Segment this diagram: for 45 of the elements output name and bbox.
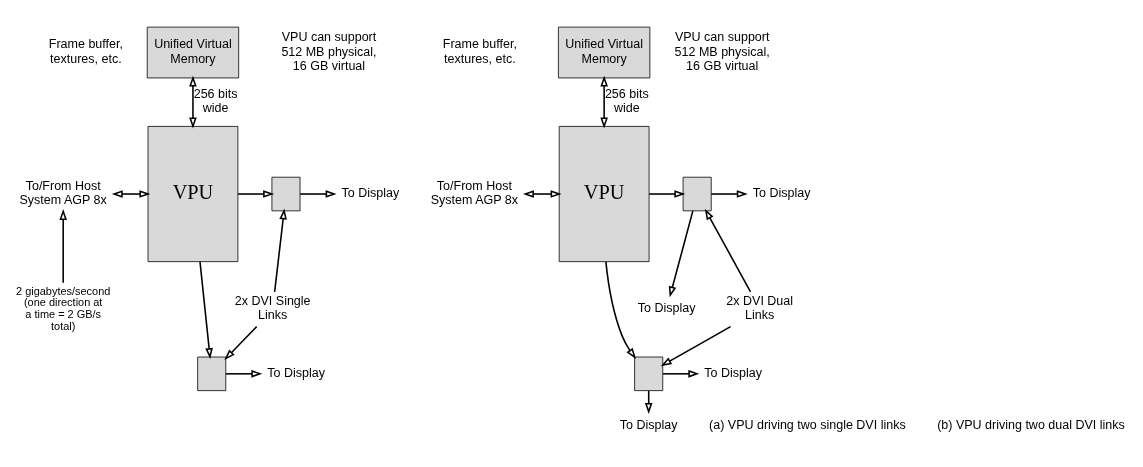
node-text: 2 gigabytes/second (one direction at a time = 2 GB/s total) <box>16 284 111 332</box>
arrow <box>273 208 287 293</box>
node-text: To Display <box>341 185 400 200</box>
arrow <box>668 210 694 298</box>
node-text: 2x DVI Single Links <box>234 294 311 323</box>
label: (a) VPU driving two single DVI links <box>709 417 906 432</box>
node-text: To Display <box>267 365 325 380</box>
arrow <box>710 190 748 198</box>
node-box <box>682 176 712 212</box>
arrow <box>605 261 636 359</box>
node-box: VPU <box>558 126 650 263</box>
node-text: 2x DVI Dual Links <box>726 294 794 323</box>
node-box <box>634 356 664 391</box>
node-text: To/From Host System AGP 8x <box>19 178 107 208</box>
arrow <box>704 208 752 293</box>
node-box: Unified Virtual Memory <box>558 26 651 79</box>
arrow <box>189 75 197 129</box>
arrow <box>199 260 213 359</box>
arrow <box>660 325 732 367</box>
node-label: Frame buffer, textures, etc. <box>48 37 123 66</box>
node-label: VPU can support 512 MB physical, 16 GB virtual <box>281 30 377 73</box>
node-text: To/From Host System AGP 8x <box>430 178 519 208</box>
edge-label: 256 bits wide <box>604 87 649 116</box>
node-box <box>197 356 227 391</box>
arrow <box>648 190 686 198</box>
arrow <box>237 190 275 198</box>
arrow <box>59 209 67 284</box>
node-box: Unified Virtual Memory <box>146 26 240 79</box>
arrow <box>299 190 337 198</box>
node-text: To Display <box>637 301 696 316</box>
node-text: To Display <box>704 365 762 380</box>
node-label: Frame buffer, textures, etc. <box>442 37 517 66</box>
node-text: To Display <box>752 185 811 200</box>
arrow <box>111 190 151 198</box>
edge-label: 256 bits wide <box>193 87 238 116</box>
arrow <box>662 369 700 378</box>
arrow <box>600 75 608 129</box>
label: (b) VPU driving two dual DVI links <box>937 417 1125 432</box>
arrow <box>522 190 562 198</box>
arrow <box>225 369 263 378</box>
node-text: To Display <box>619 417 678 432</box>
node-label: VPU can support 512 MB physical, 16 GB virtual <box>674 30 770 73</box>
node-box: VPU <box>147 126 239 263</box>
arrow <box>224 325 258 361</box>
node-box <box>271 176 301 212</box>
